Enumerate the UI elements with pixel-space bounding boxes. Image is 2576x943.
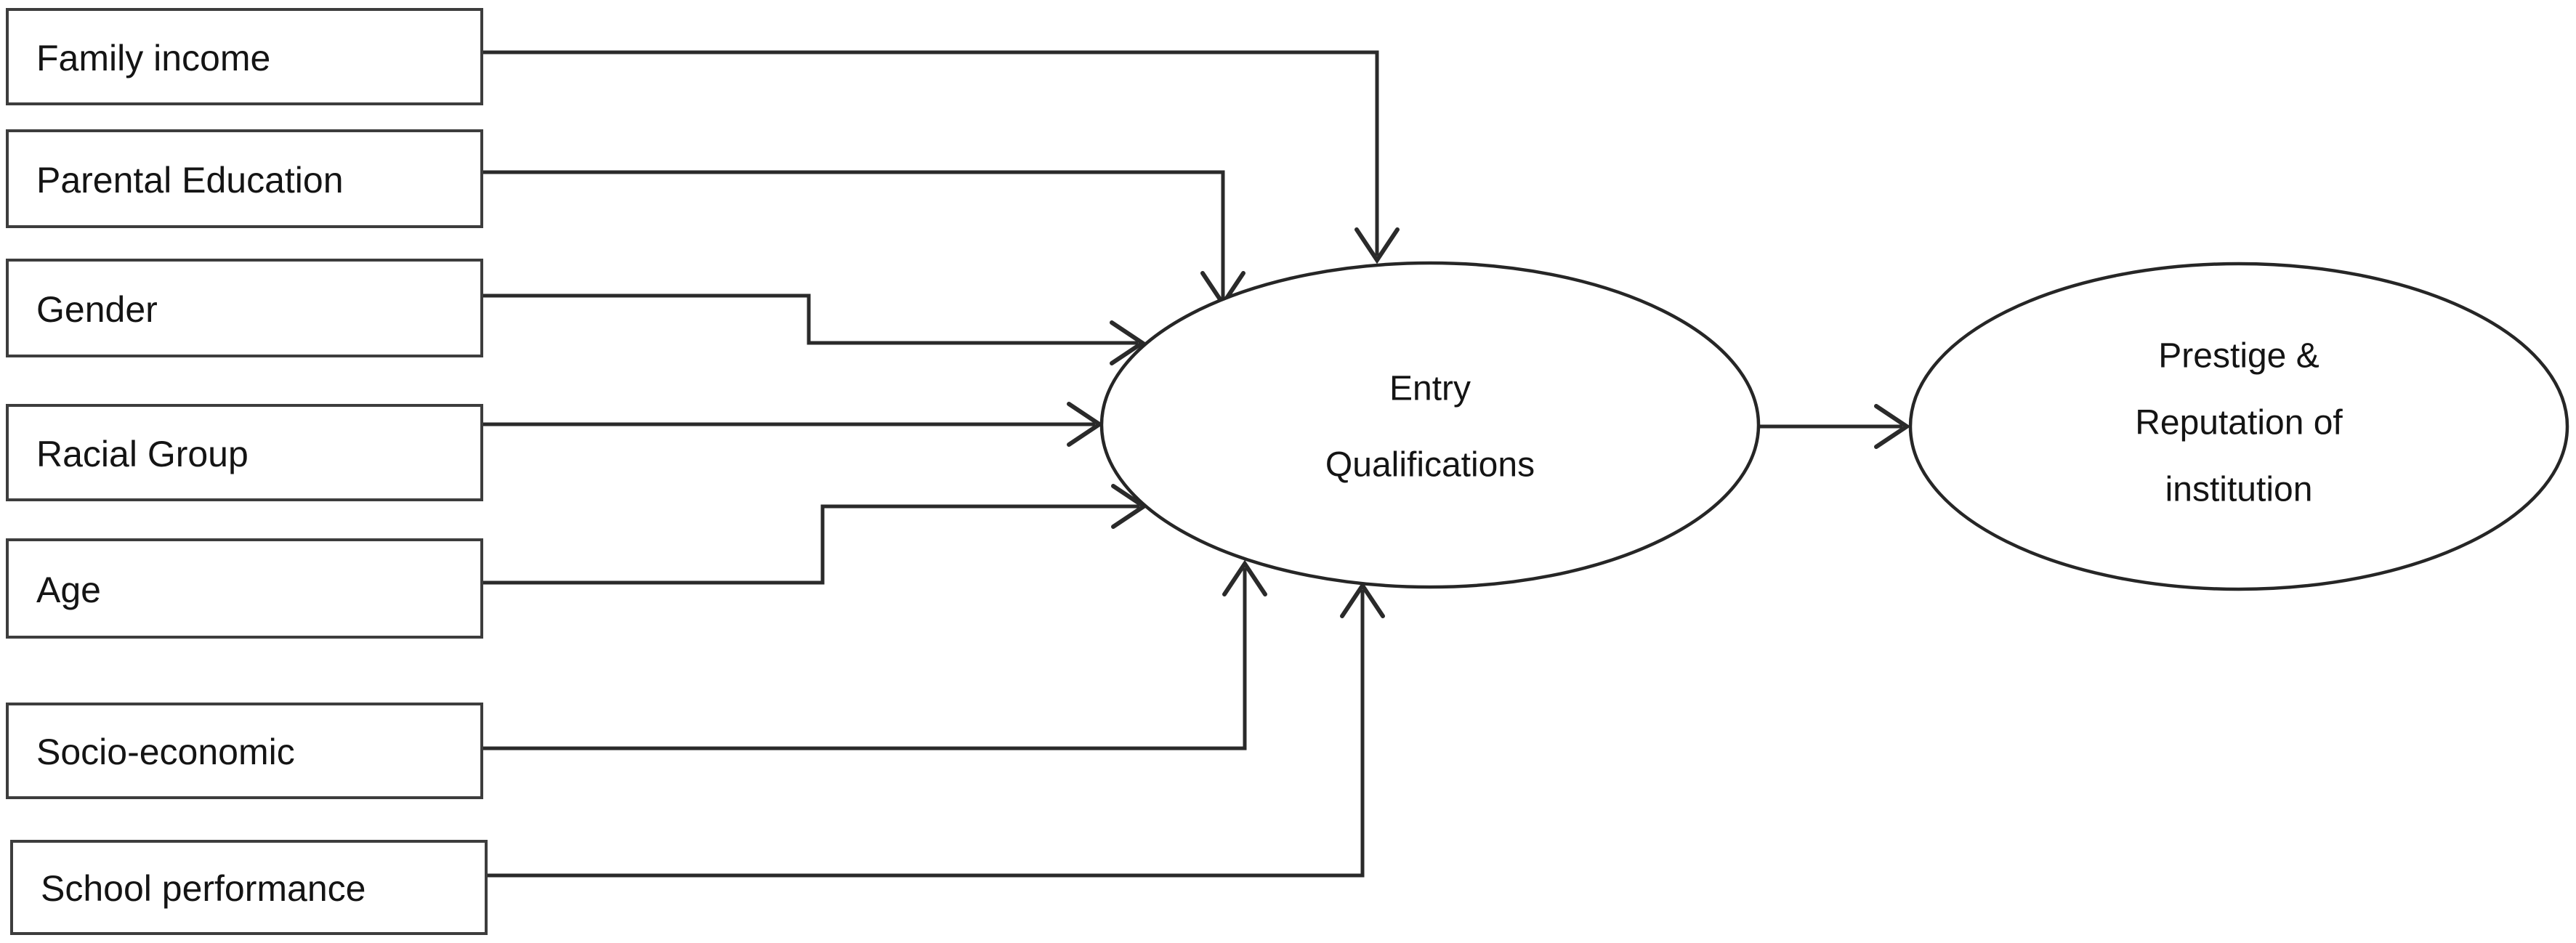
box-socio-economic-rect: [6, 703, 483, 799]
node-entry-qualifications-ellipse: [1099, 261, 1761, 589]
box-socio-economic: Socio-economic: [6, 703, 483, 799]
box-school-performance-label: School performance: [41, 868, 366, 909]
box-parental-education: Parental Education: [6, 129, 483, 228]
box-socio-economic-label: Socio-economic: [36, 732, 295, 772]
edge-age-to-entry: [482, 484, 1148, 585]
node-prestige-reputation: Prestige & Reputation of institution: [1908, 262, 2569, 591]
node-prestige-reputation-ellipse: [1908, 262, 2569, 591]
box-age-rect: [6, 538, 483, 639]
node-prestige-reputation-line1: Prestige &: [2158, 337, 2319, 376]
edge-family-income-to-entry: [482, 50, 1400, 264]
box-family-income: Family income: [6, 8, 483, 105]
box-gender: Gender: [6, 259, 483, 357]
box-family-income-rect: [6, 8, 483, 105]
box-parental-education-rect: [6, 129, 483, 228]
edges: [482, 50, 1911, 878]
node-entry-qualifications-line1: Entry: [1389, 370, 1471, 408]
node-prestige-reputation-line3: institution: [2165, 471, 2313, 509]
box-school-performance: School performance: [10, 840, 488, 935]
box-gender-rect: [6, 259, 483, 357]
edge-parental-education-to-entry: [482, 170, 1245, 308]
node-entry-qualifications-line2: Qualifications: [1325, 446, 1535, 485]
box-gender-label: Gender: [36, 289, 158, 330]
box-racial-group-rect: [6, 404, 483, 501]
box-school-performance-rect: [10, 840, 488, 935]
edge-gender-to-entry: [482, 294, 1147, 365]
box-racial-group-label: Racial Group: [36, 434, 249, 474]
node-entry-qualifications: Entry Qualifications: [1099, 261, 1761, 589]
edge-socio-economic-to-entry: [482, 559, 1267, 750]
box-racial-group: Racial Group: [6, 404, 483, 501]
node-prestige-reputation-line2: Reputation of: [2135, 404, 2343, 442]
edge-school-performance-to-entry: [482, 581, 1385, 878]
box-age-label: Age: [36, 570, 101, 610]
box-age: Age: [6, 538, 483, 639]
box-family-income-label: Family income: [36, 38, 270, 78]
box-parental-education-label: Parental Education: [36, 160, 344, 201]
